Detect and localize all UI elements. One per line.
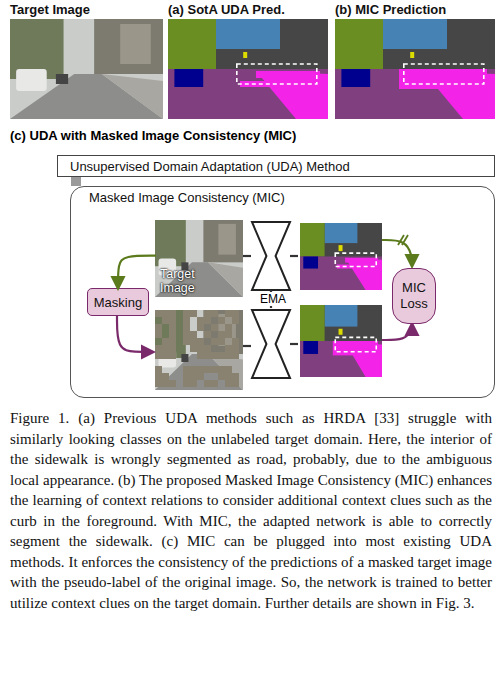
flow-arrow — [118, 256, 156, 288]
segmentation-map — [168, 19, 328, 119]
feed-line — [290, 343, 298, 345]
process-box: Unsupervised Domain Adaptation (UDA) Met… — [57, 155, 495, 177]
figure-caption: Figure 1. (a) Previous UDA methods such … — [10, 408, 492, 613]
street-photo — [10, 19, 163, 119]
node-label: MIC Loss — [393, 280, 435, 312]
segmentation-map — [300, 223, 382, 290]
annotation-label: EMA — [260, 292, 286, 306]
street-photo — [155, 220, 243, 297]
network-symbol — [252, 310, 290, 378]
node-label: Masked Image Consistency (MIC) — [89, 190, 494, 205]
panel-heading: (b) MIC Prediction — [335, 2, 495, 17]
segmentation-map — [335, 19, 495, 119]
feed-line — [243, 345, 251, 347]
loss-arrow — [382, 324, 412, 340]
image-panel: Target Image — [10, 2, 163, 119]
image-panel: (b) MIC Prediction — [335, 2, 495, 119]
node-label: Unsupervised Domain Adaptation (UDA) Met… — [70, 159, 350, 174]
segmentation-map — [300, 305, 382, 377]
network-symbol — [252, 222, 290, 290]
mask-patches — [155, 310, 239, 387]
process-box: MIC Loss — [392, 268, 436, 324]
stop-gradient-mark — [398, 235, 408, 245]
feed-line — [290, 255, 298, 257]
node-label: Target Image — [160, 267, 220, 295]
street-photo — [155, 310, 243, 390]
panel-heading: (a) SotA UDA Pred. — [168, 2, 328, 17]
panel-heading: Target Image — [10, 2, 163, 17]
node-label: Masking — [94, 295, 142, 310]
mask-arrow — [117, 315, 153, 352]
link-bar — [71, 177, 81, 186]
image-panel: (a) SotA UDA Pred. — [168, 2, 328, 119]
pseudo-label-arrow — [382, 240, 412, 266]
process-box: Masking — [87, 288, 149, 316]
feed-line — [243, 255, 251, 257]
section-heading: (c) UDA with Masked Image Consistency (M… — [10, 128, 296, 143]
image-panel: Target Image — [156, 221, 244, 298]
